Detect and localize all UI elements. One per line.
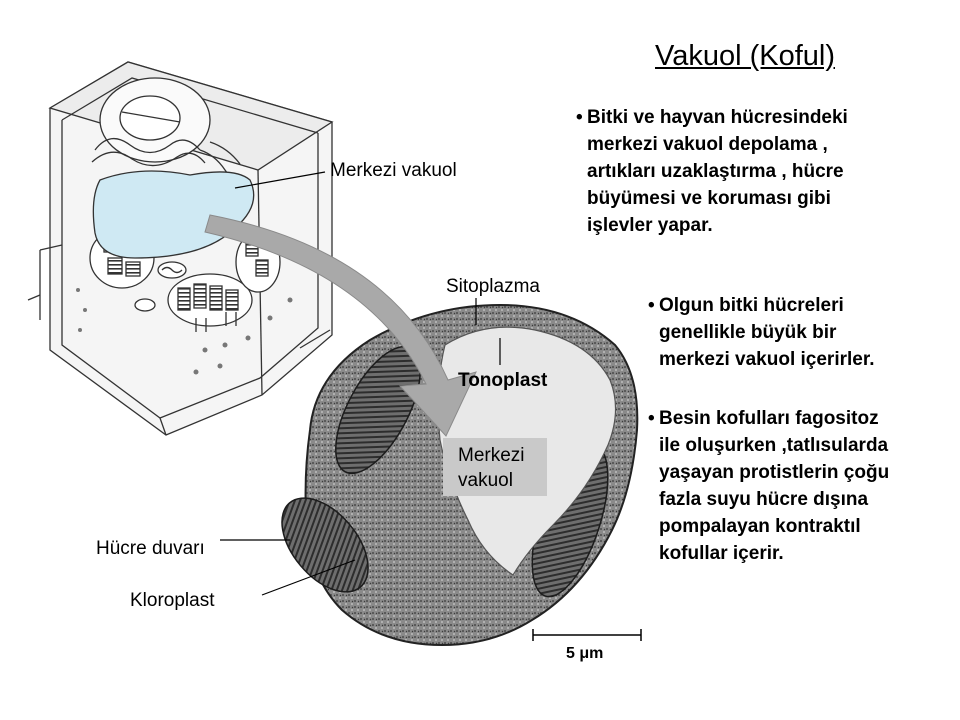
label-tonoplast: Tonoplast	[458, 370, 548, 391]
leader-central-vacuole	[234, 171, 326, 189]
vacuole-label-box	[443, 438, 547, 496]
scale-bar	[532, 629, 642, 641]
micro-chloroplast-2	[281, 497, 369, 593]
pointer-arrow	[204, 214, 477, 437]
slide-title: Vakuol (Koful)	[655, 40, 835, 72]
bullet-text: Bitki ve hayvan hücresindeki merkezi vak…	[587, 107, 848, 236]
bullet-text: Besin kofulları fagositoz ile oluşurken …	[659, 408, 890, 564]
label-central-vacuole-micro-1: Merkezi	[458, 445, 525, 466]
bullet-text: Olgun bitki hücreleri genellikle büyük b…	[659, 295, 875, 370]
label-cell-wall: Hücre duvarı	[96, 538, 205, 559]
label-cytoplasm: Sitoplazma	[446, 276, 540, 297]
chloroplast-drawing-2	[167, 273, 253, 327]
bullet-mature-plant-cells: Olgun bitki hücreleri genellikle büyük b…	[648, 292, 948, 373]
label-chloroplast: Kloroplast	[130, 590, 215, 611]
plant-cell-drawing	[27, 61, 334, 436]
label-central-vacuole-micro-2: vakuol	[458, 470, 513, 491]
label-central-vacuole-drawing: Merkezi vakuol	[330, 160, 457, 181]
leader-chloroplast	[261, 559, 356, 596]
bullet-list-1: Bitki ve hayvan hücresindeki merkezi vak…	[576, 104, 956, 252]
label-scale: 5 μm	[566, 645, 604, 662]
bullet-list-2: Olgun bitki hücreleri genellikle büyük b…	[648, 292, 948, 386]
bullet-list-3: Besin kofulları fagositoz ile oluşurken …	[648, 405, 948, 580]
micrograph	[281, 303, 639, 647]
bullet-vacuole-functions: Bitki ve hayvan hücresindeki merkezi vak…	[576, 104, 956, 239]
bullet-food-contractile-vacuoles: Besin kofulları fagositoz ile oluşurken …	[648, 405, 948, 567]
